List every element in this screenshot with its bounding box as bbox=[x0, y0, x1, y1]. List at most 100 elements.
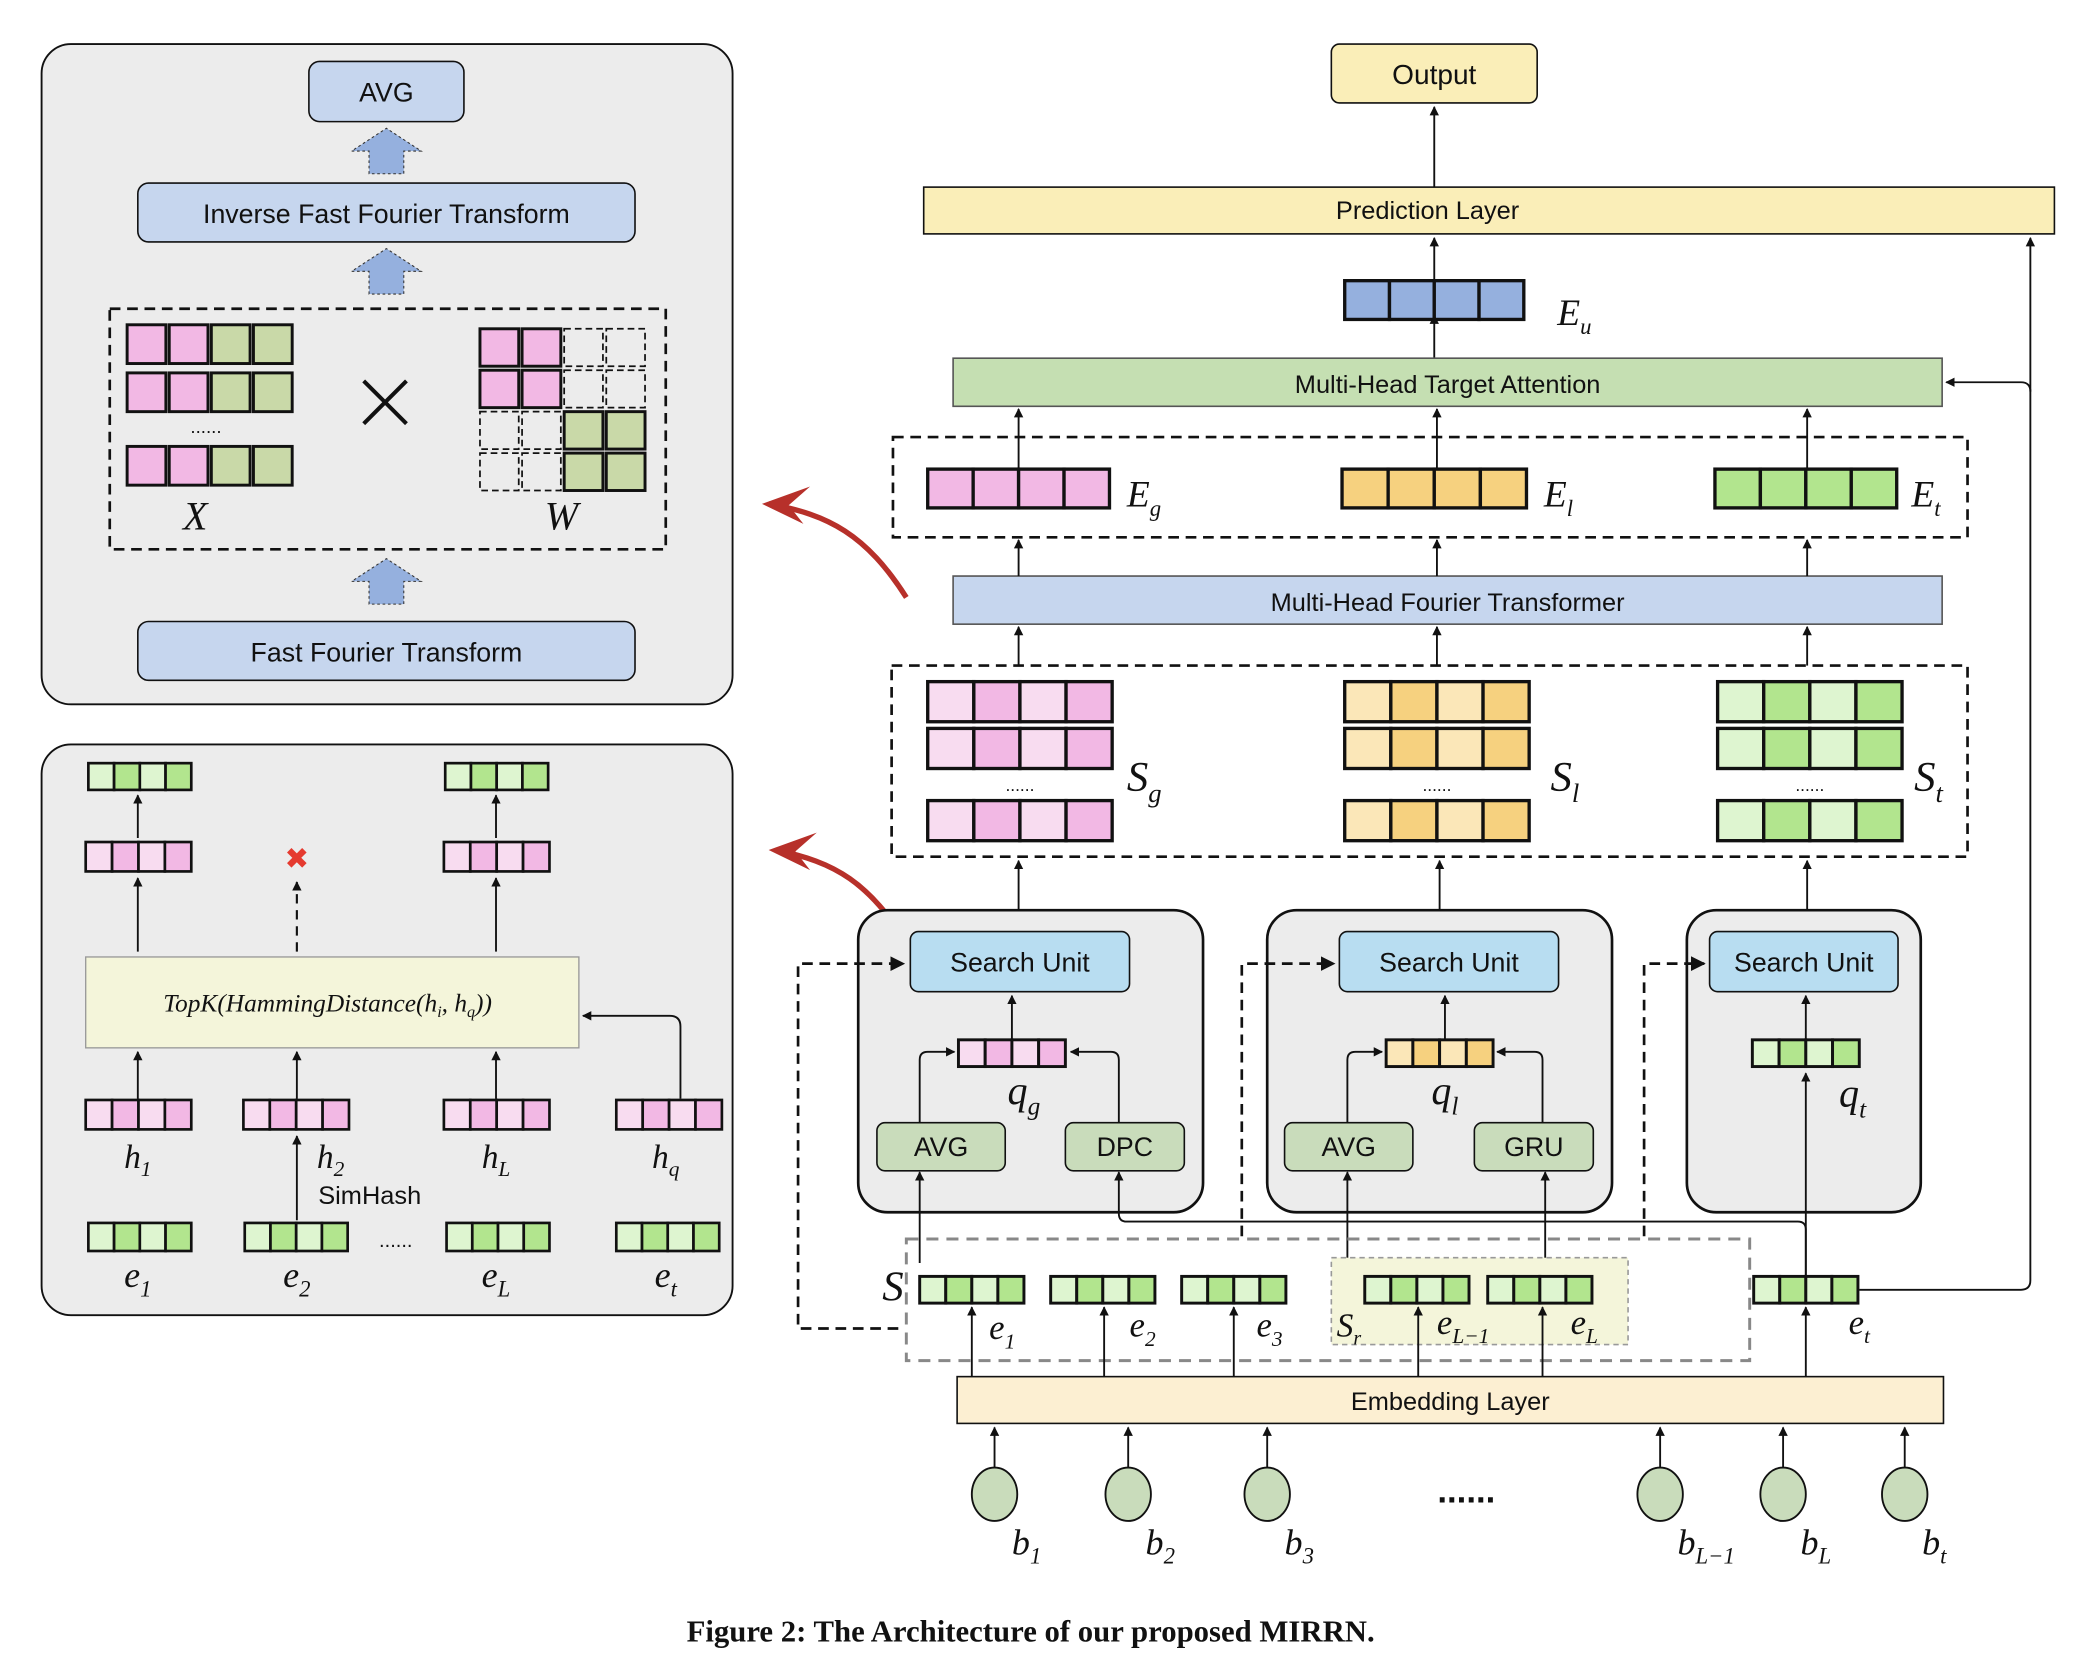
subseq-g-vector bbox=[926, 726, 1114, 771]
vector-cell bbox=[1758, 467, 1808, 510]
ifft-label: Inverse Fast Fourier Transform bbox=[203, 199, 570, 229]
arrow-dpc-to-qg bbox=[1069, 1047, 1120, 1123]
fourier-multiply-region bbox=[108, 307, 668, 551]
e-label: e1 bbox=[124, 1255, 151, 1301]
vector-cell bbox=[1062, 467, 1112, 510]
hash-vector-h1 bbox=[84, 1098, 193, 1131]
fused-embeddings-region bbox=[891, 435, 1969, 539]
b-label: bL−1 bbox=[1678, 1522, 1735, 1568]
prediction-layer: Prediction Layer bbox=[922, 186, 2056, 235]
vector-cell bbox=[1049, 1274, 1079, 1305]
behavior-node-circle bbox=[1636, 1466, 1684, 1522]
vector-cell bbox=[110, 1098, 140, 1131]
w-matrix-label: W bbox=[545, 493, 582, 538]
vector-cell bbox=[1389, 798, 1439, 843]
vector-cell bbox=[926, 798, 976, 843]
subseq-l-vector bbox=[1343, 726, 1531, 771]
matrix-cell bbox=[604, 451, 647, 492]
vector-Eg bbox=[926, 467, 1112, 510]
embedding-e2 bbox=[243, 1221, 349, 1253]
b-label: b2 bbox=[1146, 1522, 1175, 1568]
vector-cell bbox=[84, 840, 114, 873]
fourier-transformer-label: Multi-Head Fourier Transformer bbox=[1271, 589, 1625, 617]
vector-cell bbox=[1804, 1038, 1835, 1069]
vector-cell bbox=[443, 761, 473, 792]
matrix-cell bbox=[520, 368, 563, 410]
subseq-dots: ...... bbox=[1005, 775, 1034, 795]
matrix-cell bbox=[125, 323, 168, 366]
vector-cell bbox=[112, 1221, 142, 1253]
vector-cell bbox=[1258, 1274, 1288, 1305]
vector-cell bbox=[495, 840, 525, 873]
vector-cell bbox=[972, 798, 1022, 843]
arrow-et-to-attention bbox=[1945, 377, 2032, 392]
subseq-l-vector bbox=[1343, 798, 1531, 843]
vector-cell bbox=[926, 679, 976, 724]
matrix-cell bbox=[520, 327, 563, 368]
w-matrix bbox=[478, 327, 647, 492]
matrix-cell bbox=[167, 444, 210, 487]
vector-cell bbox=[268, 1098, 298, 1131]
search-unit-label: Search Unit bbox=[1379, 948, 1519, 978]
vector-cell bbox=[1481, 798, 1531, 843]
vector-cell bbox=[1415, 1274, 1445, 1305]
embedding-layer: Embedding Layer bbox=[956, 1375, 1945, 1425]
b-label: b1 bbox=[1012, 1522, 1041, 1568]
vector-cell bbox=[1854, 679, 1904, 724]
vector-cell bbox=[1387, 279, 1436, 322]
module-label: AVG bbox=[914, 1132, 968, 1162]
vector-cell bbox=[1808, 726, 1858, 771]
vector-cell bbox=[1538, 1274, 1568, 1305]
vector-cell bbox=[522, 1221, 551, 1253]
e-label: e2 bbox=[283, 1255, 310, 1301]
vector-cell bbox=[242, 1098, 272, 1131]
main-architecture: Output Prediction Layer Eu Multi-Head Ta… bbox=[796, 43, 2056, 1569]
search-unit: Search Unit bbox=[1338, 930, 1560, 993]
sequence-s-label: S bbox=[882, 1263, 903, 1310]
vector-cell bbox=[1713, 467, 1763, 510]
sequence-embedding bbox=[1049, 1274, 1157, 1305]
topk-box: TopK(HammingDistance(hi, hq)) bbox=[85, 956, 580, 1049]
vector-cell bbox=[1064, 679, 1114, 724]
vector-cell bbox=[1389, 1274, 1419, 1305]
vector-cell bbox=[926, 467, 975, 510]
vector-cell bbox=[971, 467, 1021, 510]
S-label: St bbox=[1914, 754, 1943, 808]
module-avg: AVG bbox=[1283, 1121, 1414, 1172]
output-box: Output bbox=[1330, 43, 1538, 104]
matrix-cell bbox=[562, 451, 605, 492]
subseq-g-vector bbox=[926, 798, 1114, 843]
vector-cell bbox=[164, 1221, 193, 1253]
matrix-cell bbox=[125, 371, 168, 414]
avg-box: AVG bbox=[308, 60, 465, 123]
matrix-cell bbox=[478, 327, 521, 368]
vector-cell bbox=[1435, 798, 1485, 843]
vector-cell bbox=[87, 761, 116, 792]
vector-cell bbox=[1715, 726, 1766, 771]
vector-cell bbox=[1018, 679, 1068, 724]
vector-cell bbox=[614, 1221, 644, 1253]
E-label: Eg bbox=[1126, 475, 1161, 521]
search-unit-label: Search Unit bbox=[1734, 948, 1874, 978]
sequence-embedding bbox=[1486, 1274, 1594, 1305]
output-label: Output bbox=[1392, 59, 1476, 90]
user-embedding-eu bbox=[1343, 279, 1526, 322]
retrieved-item-vector bbox=[443, 761, 550, 792]
seq-label: eL−1 bbox=[1437, 1303, 1489, 1348]
sequence-embedding bbox=[1363, 1274, 1471, 1305]
vector-cell bbox=[1762, 726, 1812, 771]
vector-cell bbox=[468, 1098, 499, 1131]
E-label: El bbox=[1543, 475, 1573, 521]
vector-cell bbox=[138, 761, 167, 792]
vector-cell bbox=[442, 840, 472, 873]
vector-cell bbox=[1064, 798, 1114, 843]
vector-cell bbox=[972, 726, 1022, 771]
seq-label: e3 bbox=[1256, 1306, 1282, 1351]
matrix-cell bbox=[479, 452, 520, 492]
matrix-cell bbox=[521, 452, 562, 492]
matrix-cell bbox=[251, 371, 294, 414]
q-label: qt bbox=[1839, 1071, 1867, 1124]
vector-cell bbox=[1386, 467, 1436, 510]
module-label: GRU bbox=[1504, 1132, 1563, 1162]
